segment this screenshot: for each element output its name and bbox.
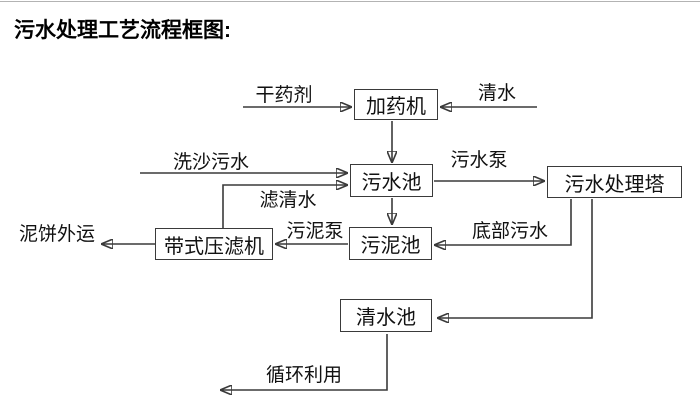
top-divider-line	[0, 1, 700, 2]
node-sewage-pool: 污水池	[350, 164, 433, 197]
node-treatment-tower-label: 污水处理塔	[564, 173, 665, 196]
node-belt-filter-press-label: 带式压滤机	[164, 235, 264, 258]
flow-label-mud-cake-out: 泥饼外运	[18, 224, 96, 245]
arrow-tower-to-clean-water-pool	[438, 199, 593, 318]
flow-label-sewage-pump: 污水泵	[450, 150, 508, 171]
node-sludge-pool: 污泥池	[349, 227, 432, 260]
node-sludge-pool-label: 污泥池	[360, 235, 421, 257]
node-dosing-machine: 加药机	[354, 89, 438, 120]
flow-label-sand-washing-sewage: 洗沙污水	[172, 152, 250, 173]
flow-label-recycle-use: 循环利用	[265, 365, 343, 386]
arrow-bottom-sewage-tower-to-sludge-pool	[435, 199, 572, 245]
page-title: 污水处理工艺流程框图:	[14, 19, 231, 42]
node-belt-filter-press: 带式压滤机	[155, 228, 273, 260]
node-clean-water-pool-label: 清水池	[356, 307, 416, 329]
flow-label-bottom-sewage: 底部污水	[471, 221, 549, 242]
node-sewage-pool-label: 污水池	[361, 172, 422, 194]
flow-label-filtered-water: 滤清水	[259, 190, 317, 211]
arrow-clean-water-pool-to-recycle	[221, 334, 388, 390]
node-treatment-tower: 污水处理塔	[547, 166, 682, 198]
flow-label-dry-agent: 干药剂	[255, 85, 313, 106]
node-dosing-machine-label: 加药机	[366, 96, 426, 118]
flow-label-clean-water: 清水	[477, 83, 517, 104]
arrow-filtered-water-press-to-sewage-pool	[222, 185, 347, 229]
flow-label-sludge-pump: 污泥泵	[286, 221, 344, 242]
node-clean-water-pool: 清水池	[340, 299, 432, 332]
